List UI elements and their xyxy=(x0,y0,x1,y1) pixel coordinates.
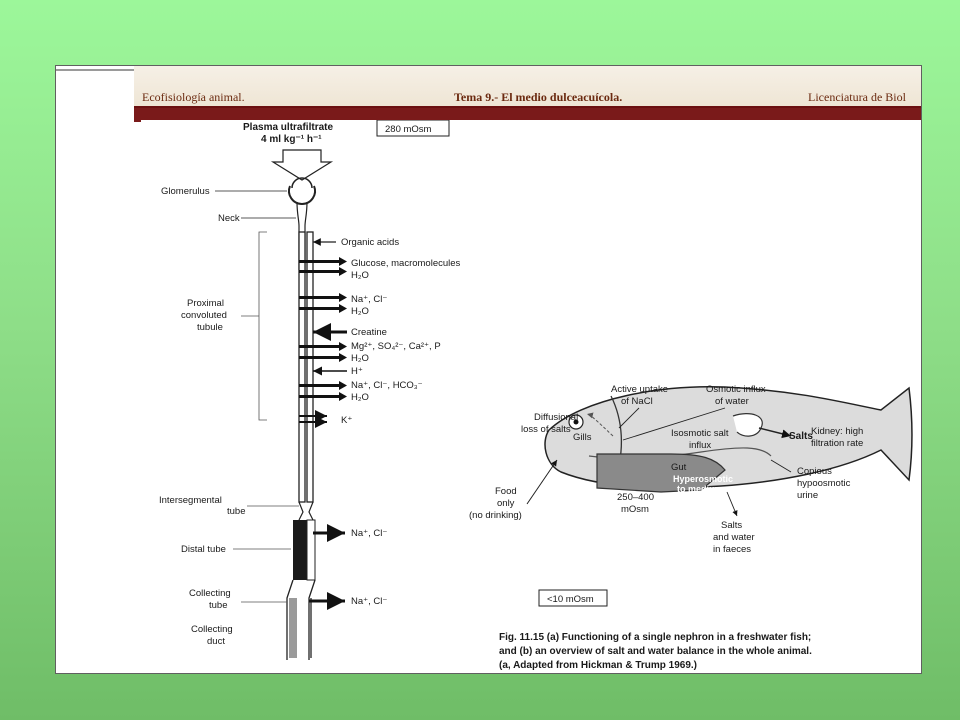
nacl-label-1: Na⁺, Cl⁻ xyxy=(351,294,387,305)
distal-tube-label: Distal tube xyxy=(181,544,226,555)
kidney-label-1: Kidney: high xyxy=(811,426,863,437)
organic-acids-label: Organic acids xyxy=(341,237,399,248)
intersegmental-label-2: tube xyxy=(227,506,246,517)
left-margin-strip xyxy=(56,66,134,673)
figure-image: Plasma ultrafiltrate 4 ml kg⁻¹ h⁻¹ 280 m… xyxy=(141,120,921,673)
creatine-label: Creatine xyxy=(351,327,387,338)
h2o-label-1: H₂O xyxy=(351,270,369,281)
header-divider xyxy=(134,106,921,108)
water-osm-label: <10 mOsm xyxy=(547,594,594,605)
collecting-tube-label-1: Collecting xyxy=(189,588,231,599)
caption-line-2: and (b) an overview of salt and water ba… xyxy=(499,646,812,657)
salts-water-label-1: Salts xyxy=(721,520,742,531)
proximal-tubule xyxy=(298,231,306,503)
collecting-tube xyxy=(289,598,297,658)
isosmotic-label-2: influx xyxy=(689,440,711,451)
distal-tube xyxy=(293,520,307,580)
h2o-label-3: H₂O xyxy=(351,353,369,364)
osmotic-influx-label-2: of water xyxy=(715,396,749,407)
collecting-tube-label-2: tube xyxy=(209,600,228,611)
kidney-label-2: filtration rate xyxy=(811,438,863,449)
collecting-duct-label-1: Collecting xyxy=(191,624,233,635)
copious-label-3: urine xyxy=(797,490,818,501)
header-course-title: Ecofisiología animal. xyxy=(142,90,245,104)
h-plus-label: H⁺ xyxy=(351,366,363,377)
proximal-label-2: convoluted xyxy=(181,310,227,321)
copious-label-2: hypoosmotic xyxy=(797,478,851,489)
osmotic-influx-label-1: Osmotic influx xyxy=(706,384,766,395)
header-band xyxy=(134,108,921,122)
kidney-shape xyxy=(732,413,763,437)
salts-water-label-2: and water xyxy=(713,532,755,543)
h2o-label-2: H₂O xyxy=(351,306,369,317)
caption-line-1: Fig. 11.15 (a) Functioning of a single n… xyxy=(499,632,811,643)
distal-nacl-label: Na⁺, Cl⁻ xyxy=(351,528,387,539)
plasma-ultrafiltrate-label: Plasma ultrafiltrate xyxy=(243,122,333,133)
plasma-rate-label: 4 ml kg⁻¹ h⁻¹ xyxy=(261,134,322,145)
proximal-label-1: Proximal xyxy=(187,298,224,309)
diffusional-label-1: Diffusional xyxy=(534,412,578,423)
collecting-duct-label-2: duct xyxy=(207,636,225,647)
slide-frame: Ecofisiología animal. Tema 9.- El medio … xyxy=(55,65,922,674)
food-label-1: Food xyxy=(495,486,517,497)
food-label-2: only xyxy=(497,498,515,509)
osm-top-label: 280 mOsm xyxy=(385,124,432,135)
glucose-label: Glucose, macromolecules xyxy=(351,258,461,269)
header-degree-title: Licenciatura de Biol xyxy=(808,90,906,104)
water-osm-box xyxy=(538,589,608,607)
hyperosmotic-label-2: to medium xyxy=(677,484,723,494)
active-uptake-label-2: of NaCl xyxy=(621,396,653,407)
ions-label: Mg²⁺, SO₄²⁻, Ca²⁺, P xyxy=(351,341,441,352)
nephron-fish-diagram: Plasma ultrafiltrate 4 ml kg⁻¹ h⁻¹ 280 m… xyxy=(159,120,913,671)
nacl-hco3-label: Na⁺, Cl⁻, HCO₃⁻ xyxy=(351,380,423,391)
food-label-3: (no drinking) xyxy=(469,510,522,521)
kidney-salts-label: Salts xyxy=(789,431,813,442)
diffusional-label-2: loss of salts xyxy=(521,424,571,435)
glucose-arrow xyxy=(299,260,339,263)
gut-label: Gut xyxy=(671,462,687,473)
gills-label: Gills xyxy=(573,432,592,443)
isosmotic-label-1: Isosmotic salt xyxy=(671,428,729,439)
header-topic-title: Tema 9.- El medio dulceacuícola. xyxy=(454,90,623,104)
proximal-label-3: tubule xyxy=(197,322,223,333)
copious-label-1: Copious xyxy=(797,466,832,477)
glomerulus-label: Glomerulus xyxy=(161,186,210,197)
intersegmental-label-1: Intersegmental xyxy=(159,495,222,506)
salts-water-label-3: in faeces xyxy=(713,544,751,555)
osm-range-label-1: 250–400 xyxy=(617,492,654,503)
h2o-label-4: H₂O xyxy=(351,392,369,403)
active-uptake-label-1: Active uptake xyxy=(611,384,668,395)
osm-top-box xyxy=(376,120,450,137)
inflow-arrow xyxy=(270,149,334,181)
caption-line-3: (a, Adapted from Hickman & Trump 1969.) xyxy=(499,660,697,671)
hyperosmotic-label-1: Hyperosmotic xyxy=(673,474,733,484)
neck-label: Neck xyxy=(218,213,240,224)
osm-range-label-2: mOsm xyxy=(621,504,649,515)
collecting-nacl-label: Na⁺, Cl⁻ xyxy=(351,596,387,607)
k-plus-label: K⁺ xyxy=(341,415,352,426)
glomerulus-shape xyxy=(288,185,316,205)
gut-shape xyxy=(596,453,726,493)
